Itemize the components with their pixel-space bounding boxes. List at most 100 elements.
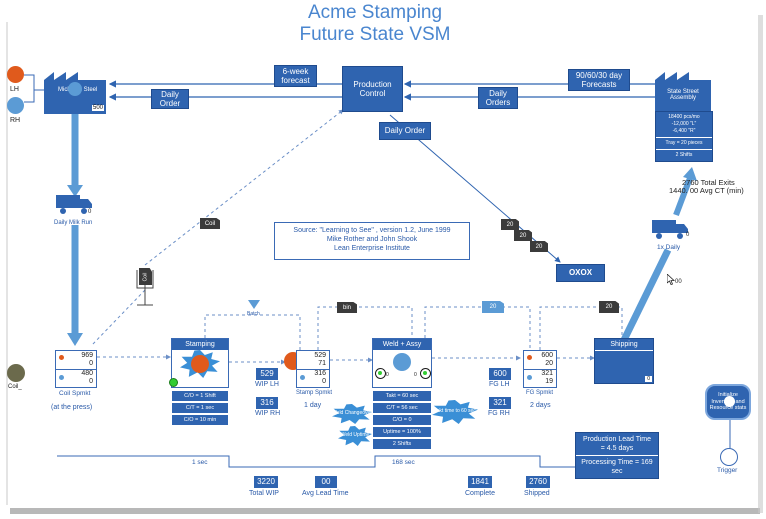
- kanban-card-20-a[interactable]: 20: [501, 219, 519, 230]
- customer-daily-orders-box[interactable]: Daily Orders: [478, 87, 518, 109]
- production-control-label: Production Control: [353, 79, 392, 98]
- truck-to-customer-arrow: [673, 176, 693, 217]
- stat-complete-label: Complete: [465, 490, 495, 497]
- stamp-spmkt-label: Stamp Spmkt: [296, 390, 333, 396]
- weld-data-1: C/T = 56 sec: [372, 402, 432, 414]
- fg-lh-label: FG LH: [489, 381, 510, 388]
- shipping-header: Shipping: [595, 339, 653, 351]
- customer-data-demand: 18400 pcs/mo -12,000 "L" -6,400 "R": [656, 112, 712, 138]
- weld-data-4: 2 Shifts: [372, 438, 432, 450]
- wip-rh-label: WIP RH: [255, 410, 281, 417]
- bottom-shadow: [10, 508, 760, 514]
- kanban-card-20-d-text: 20: [489, 304, 497, 310]
- center-daily-order-label: Daily Order: [384, 126, 426, 136]
- stamp-lh-sub: 71: [318, 360, 326, 367]
- total-exits-label: 2760 Total Exits: [682, 178, 735, 187]
- kanban-card-20-d[interactable]: 20: [482, 301, 504, 313]
- six-week-forecast-box[interactable]: 6-week forecast: [274, 65, 317, 87]
- milk-run-truck-icon: [56, 195, 92, 214]
- stat-total-wip-value: 3220: [254, 476, 278, 488]
- source-note-line-3: Lean Enterprise Institute: [334, 245, 410, 252]
- stamp-rh-sub: 0: [322, 378, 326, 385]
- stat-shipped-value: 2760: [526, 476, 550, 488]
- stat-avg-lead-value: 00: [315, 476, 337, 488]
- stamp-lh-value: 529: [314, 352, 326, 359]
- center-daily-order-box[interactable]: Daily Order: [379, 122, 431, 140]
- stamp-supermarket[interactable]: 529 71 316 0: [296, 350, 330, 388]
- coil-lh-dot: [59, 355, 64, 360]
- coil-rh-value: 480: [81, 370, 93, 377]
- production-control-box[interactable]: Production Control: [342, 66, 403, 112]
- wip-lh-label: WIP LH: [255, 381, 279, 388]
- coil-post-kanban-text: Coil: [142, 272, 149, 281]
- title-line-2: Future State VSM: [299, 24, 451, 45]
- kaizen-weld-changeover[interactable]: Weld Changeover: [332, 404, 372, 424]
- customer-demand-left: -12,000 "L": [671, 121, 697, 127]
- customer-forecast-box[interactable]: 90/60/30 day Forecasts: [568, 69, 630, 91]
- coil-source-label: Coil_: [8, 384, 22, 390]
- kaizen-weld-uptime[interactable]: Weld Uptime: [338, 426, 372, 446]
- customer-daily-orders-label: Daily Orders: [485, 88, 511, 107]
- fg-spmkt-divider: [524, 369, 556, 370]
- customer-name: State Street Assembly: [667, 89, 699, 101]
- coil-lh-value: 969: [81, 352, 93, 359]
- stamp-spmkt-days: 1 day: [304, 402, 322, 409]
- stamping-header: Stamping: [172, 339, 228, 350]
- lh-connector: [24, 74, 44, 91]
- shipping-process[interactable]: Shipping 0: [594, 338, 654, 384]
- cursor-readout: 00: [675, 279, 682, 285]
- trigger-node[interactable]: [720, 448, 738, 466]
- initialize-node-dot: [724, 396, 735, 407]
- fg-rh-dot: [527, 375, 532, 380]
- coil-kanban-text: Coil: [204, 220, 216, 227]
- customer-shifts: 2 Shifts: [675, 152, 693, 158]
- shipping-kanban-loop-line: [539, 306, 623, 350]
- avg-ct-label: 1440. 00 Avg CT (min): [669, 186, 744, 195]
- customer-demand-total: 18400 pcs/mo: [668, 114, 700, 120]
- supplier-resource-dot: [68, 82, 82, 96]
- title-line-1: Acme Stamping: [307, 2, 443, 23]
- stamping-data-2: C/O = 10 min: [171, 414, 229, 426]
- oxox-box[interactable]: OXOX: [556, 264, 605, 282]
- customer-truck-icon: [652, 220, 688, 239]
- wip-lh-value: 529: [256, 368, 278, 380]
- stamping-process[interactable]: Stamping: [171, 338, 229, 388]
- batch-signal-triangle: [248, 300, 260, 309]
- customer-truck-count: 0: [686, 232, 690, 238]
- kanban-card-20-c[interactable]: 20: [530, 241, 548, 252]
- coil-kanban-card[interactable]: Coil: [200, 218, 220, 229]
- oxox-label: OXOX: [568, 268, 593, 278]
- one-x-daily-label: 1x Daily: [657, 244, 681, 251]
- stamp-rh-value: 316: [314, 370, 326, 377]
- rh-label: RH: [10, 117, 21, 124]
- customer-demand-right: -6,400 "R": [672, 128, 696, 134]
- stat-total-wip-label: Total WIP: [249, 490, 279, 497]
- fg-supermarket[interactable]: 600 20 321 19: [523, 350, 557, 388]
- supplier-daily-order-label: Daily Order: [159, 89, 181, 108]
- coil-spmkt-divider: [56, 369, 96, 370]
- timeline-seg-1: 1 sec: [192, 459, 208, 466]
- coil-rh-dot: [59, 375, 64, 380]
- fg-rh-label: FG RH: [488, 410, 510, 417]
- kaizen-weld-uptime-text: Weld Uptime: [340, 432, 370, 439]
- stat-complete-value: 1841: [468, 476, 492, 488]
- coil-post-kanban-card[interactable]: Coil: [139, 268, 152, 285]
- supplier-daily-order-box[interactable]: Daily Order: [151, 89, 189, 109]
- weld-resource-dot: [393, 353, 411, 371]
- kaizen-takt-time-text: Takt time to 60 sec: [434, 408, 476, 415]
- customer-forecast-label: 90/60/30 day Forecasts: [575, 70, 623, 89]
- processing-time: Processing Time = 169 sec: [581, 459, 653, 475]
- fg-spmkt-lh-value: 600: [541, 352, 553, 359]
- fg-lh-dot: [527, 355, 532, 360]
- stamp-spmkt-divider: [297, 369, 329, 370]
- bin-kanban-text: bin: [342, 304, 351, 311]
- stamping-data-1: C/T = 1 sec: [171, 402, 229, 414]
- coil-supermarket[interactable]: 969 0 480 0: [55, 350, 97, 388]
- bin-kanban-card[interactable]: bin: [337, 302, 357, 313]
- kanban-card-20-b[interactable]: 20: [514, 230, 532, 241]
- coil-rh-sub: 0: [89, 378, 93, 385]
- shipping-tag: 0: [645, 376, 652, 382]
- weld-right-count: 0: [414, 372, 417, 378]
- kanban-card-20-e[interactable]: 20: [599, 301, 619, 313]
